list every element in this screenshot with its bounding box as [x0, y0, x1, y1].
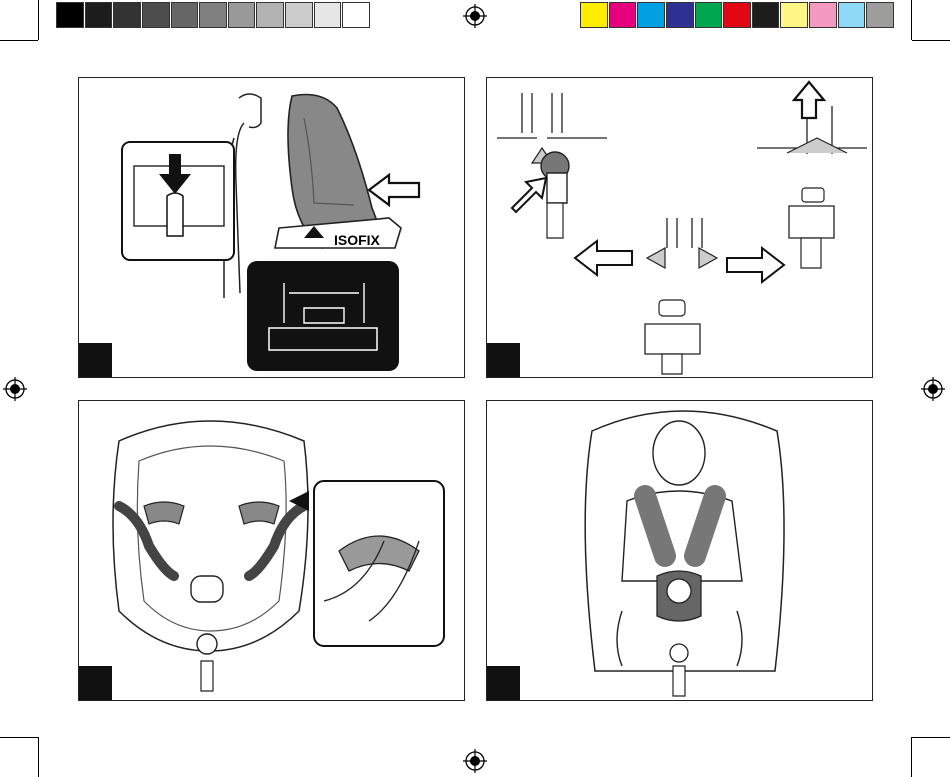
color-swatch: [866, 2, 894, 28]
color-swatch: [752, 2, 780, 28]
color-swatch: [228, 2, 256, 28]
color-swatch: [171, 2, 199, 28]
step-number-badge: [79, 666, 112, 700]
step-number-badge: [487, 343, 520, 377]
grayscale-color-bar: [56, 0, 371, 30]
color-swatch: [285, 2, 313, 28]
color-swatch: [695, 2, 723, 28]
color-swatch: [56, 2, 84, 28]
panel-isofix-release: [486, 77, 873, 378]
color-swatch: [113, 2, 141, 28]
step-number-badge: [79, 343, 112, 377]
color-swatch: [85, 2, 113, 28]
color-swatch: [314, 2, 342, 28]
color-swatch: [342, 2, 370, 28]
color-swatch: [142, 2, 170, 28]
crop-mark: [912, 40, 950, 41]
crop-mark: [0, 737, 38, 738]
step-number-badge: [487, 666, 520, 700]
color-swatch: [199, 2, 227, 28]
color-swatch: [580, 2, 608, 28]
crop-mark: [911, 737, 912, 777]
crop-mark: [38, 737, 39, 777]
panel-isofix-install: ISOFIX: [78, 77, 465, 378]
isofix-install-illustration: ISOFIX: [79, 78, 464, 377]
color-swatch: [780, 2, 808, 28]
registration-mark-icon: [921, 377, 945, 401]
panel-harness-pads: [78, 400, 465, 701]
isofix-release-illustration: [487, 78, 872, 377]
crop-mark: [912, 737, 950, 738]
registration-mark-icon: [3, 377, 27, 401]
color-swatch: [637, 2, 665, 28]
color-swatch: [256, 2, 284, 28]
crop-mark: [38, 0, 39, 40]
color-swatch: [609, 2, 637, 28]
crop-mark: [911, 0, 912, 40]
color-swatch: [809, 2, 837, 28]
isofix-label: ISOFIX: [334, 232, 381, 248]
harness-pads-illustration: [79, 401, 464, 700]
registration-mark-icon: [463, 4, 487, 28]
child-secured-illustration: [487, 401, 872, 700]
color-swatch: [838, 2, 866, 28]
process-color-bar: [580, 0, 895, 30]
color-swatch: [666, 2, 694, 28]
color-swatch: [723, 2, 751, 28]
panel-child-secured: [486, 400, 873, 701]
registration-mark-icon: [463, 749, 487, 773]
crop-mark: [0, 40, 38, 41]
